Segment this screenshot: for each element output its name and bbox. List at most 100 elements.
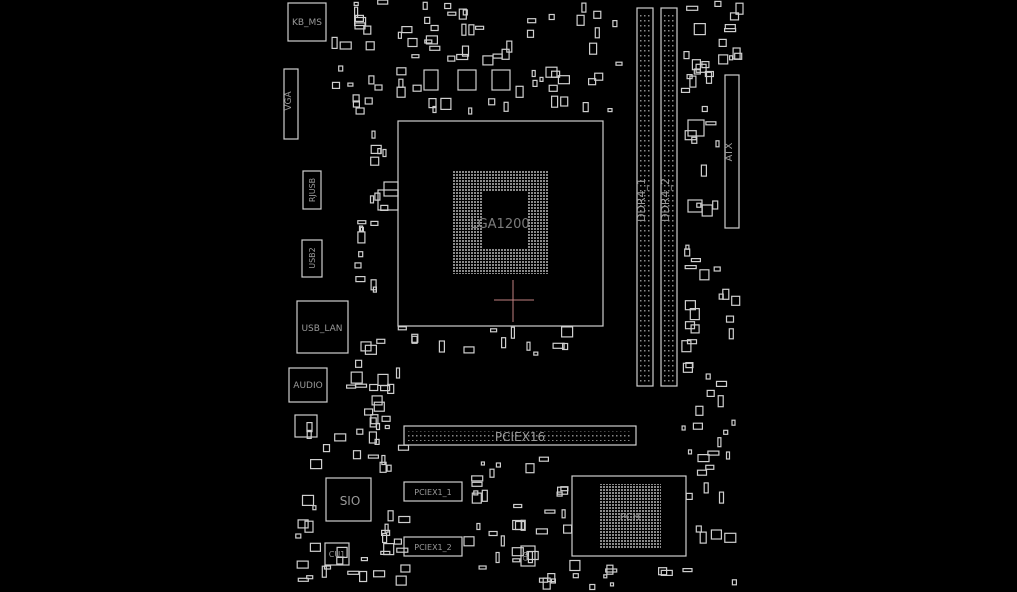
smd-pad <box>593 10 602 19</box>
usb-lan-connector[interactable]: USB_LAN <box>296 300 349 354</box>
smd-pad <box>723 429 729 435</box>
smd-pad <box>355 107 365 115</box>
vga-connector[interactable]: VGA <box>283 68 299 140</box>
pciex16-slot[interactable]: PCIEX16 <box>403 425 637 446</box>
smd-pad <box>548 13 555 21</box>
smd-pad <box>481 489 488 502</box>
smd-pad <box>587 78 597 86</box>
smd-pad <box>377 0 389 5</box>
smd-pad <box>296 560 309 569</box>
smd-pad <box>729 12 740 21</box>
smd-pad <box>354 16 367 27</box>
smd-pad <box>693 23 706 36</box>
atx-connector[interactable]: ATX <box>724 74 740 229</box>
smd-pad <box>701 105 708 113</box>
pciex1-2-slot[interactable]: PCIEX1_2 <box>403 536 463 557</box>
pciex1-2-label: PCIEX1_2 <box>414 543 451 552</box>
smd-pad <box>691 136 698 144</box>
pciex1-1-slot[interactable]: PCIEX1_1 <box>403 481 463 502</box>
ddr4-slot-2[interactable]: DDR4_2 <box>659 7 678 387</box>
smd-pad <box>724 532 737 543</box>
smd-pad <box>424 16 431 24</box>
smd-pad <box>447 55 456 62</box>
smd-pad <box>401 26 413 34</box>
smd-pad <box>489 468 495 478</box>
smd-pad <box>685 362 694 369</box>
rjusb-connector[interactable]: RJUSB <box>302 170 322 210</box>
smd-pad <box>374 192 381 201</box>
smd-pad <box>398 515 411 524</box>
smd-pad <box>548 84 558 92</box>
smd-pad <box>560 96 569 107</box>
ddr4-slot-1[interactable]: DDR4_1 <box>635 7 654 387</box>
smd-pad <box>395 575 407 586</box>
usb2-connector[interactable]: USB2 <box>301 239 323 278</box>
smd-pad <box>384 424 390 430</box>
smd-pad <box>377 148 382 155</box>
smd-pad <box>357 220 367 225</box>
smd-pad <box>334 433 347 442</box>
smd-pad <box>357 231 366 244</box>
smd-pad <box>701 204 713 217</box>
smd-pad <box>364 97 373 105</box>
smd-pad <box>364 408 374 416</box>
smd-pad <box>503 101 509 112</box>
audio-connector[interactable]: AUDIO <box>288 367 328 403</box>
smd-pad <box>724 24 736 30</box>
smd-pad <box>375 422 381 431</box>
cu1-chip[interactable]: CU1 <box>324 542 350 566</box>
smd-pad <box>396 547 409 553</box>
smd-pad <box>373 401 385 412</box>
smd-pad <box>383 542 395 556</box>
smd-pad <box>393 538 402 545</box>
smd-pad <box>352 94 360 103</box>
smd-pad <box>718 293 724 300</box>
smd-pad <box>539 76 544 83</box>
smd-pad <box>495 551 500 564</box>
cu1-label: CU1 <box>329 550 346 559</box>
smd-pad <box>387 510 394 522</box>
smd-pad <box>412 84 422 92</box>
smd-pad <box>331 81 341 90</box>
smd-pad <box>710 529 723 540</box>
smd-pad <box>576 14 585 26</box>
smd-pad <box>695 405 704 416</box>
vga-label: VGA <box>284 91 294 111</box>
smd-pad <box>560 326 574 338</box>
smd-pad <box>295 533 302 539</box>
smd-pad <box>323 565 332 570</box>
smd-pad <box>712 200 719 210</box>
smd-pad <box>684 321 696 330</box>
kb-ms-connector[interactable]: KB_MS <box>287 2 327 42</box>
smd-pad <box>310 459 323 470</box>
rjusb-label: RJUSB <box>308 178 317 202</box>
smd-pad <box>699 269 710 281</box>
smd-pad <box>718 38 727 48</box>
smd-pad <box>370 414 379 425</box>
smd-pad <box>689 308 700 321</box>
smd-pad <box>506 40 513 53</box>
pch-chip[interactable]: PCH <box>571 475 687 557</box>
smd-pad <box>382 532 388 544</box>
smd-pad <box>373 570 386 578</box>
smd-pad <box>360 341 372 352</box>
smd-pad <box>352 450 362 460</box>
smd-pad <box>424 39 433 44</box>
smd-pad <box>682 567 693 573</box>
q4-component[interactable]: Q4 <box>520 545 536 567</box>
smd-pad <box>715 380 728 387</box>
ic-package <box>491 69 511 91</box>
smd-pad <box>697 454 710 463</box>
smd-pad <box>731 295 741 306</box>
smd-pad <box>338 65 344 72</box>
sio-chip[interactable]: SIO <box>325 477 372 522</box>
smd-pad <box>400 564 411 573</box>
smd-pad <box>444 2 452 10</box>
smd-pad <box>488 530 498 537</box>
smd-pad <box>422 1 428 10</box>
smd-pad <box>461 23 467 36</box>
smd-pad <box>735 2 744 15</box>
smd-pad <box>381 529 391 537</box>
cpu-socket[interactable]: LGA1200 <box>397 120 604 327</box>
